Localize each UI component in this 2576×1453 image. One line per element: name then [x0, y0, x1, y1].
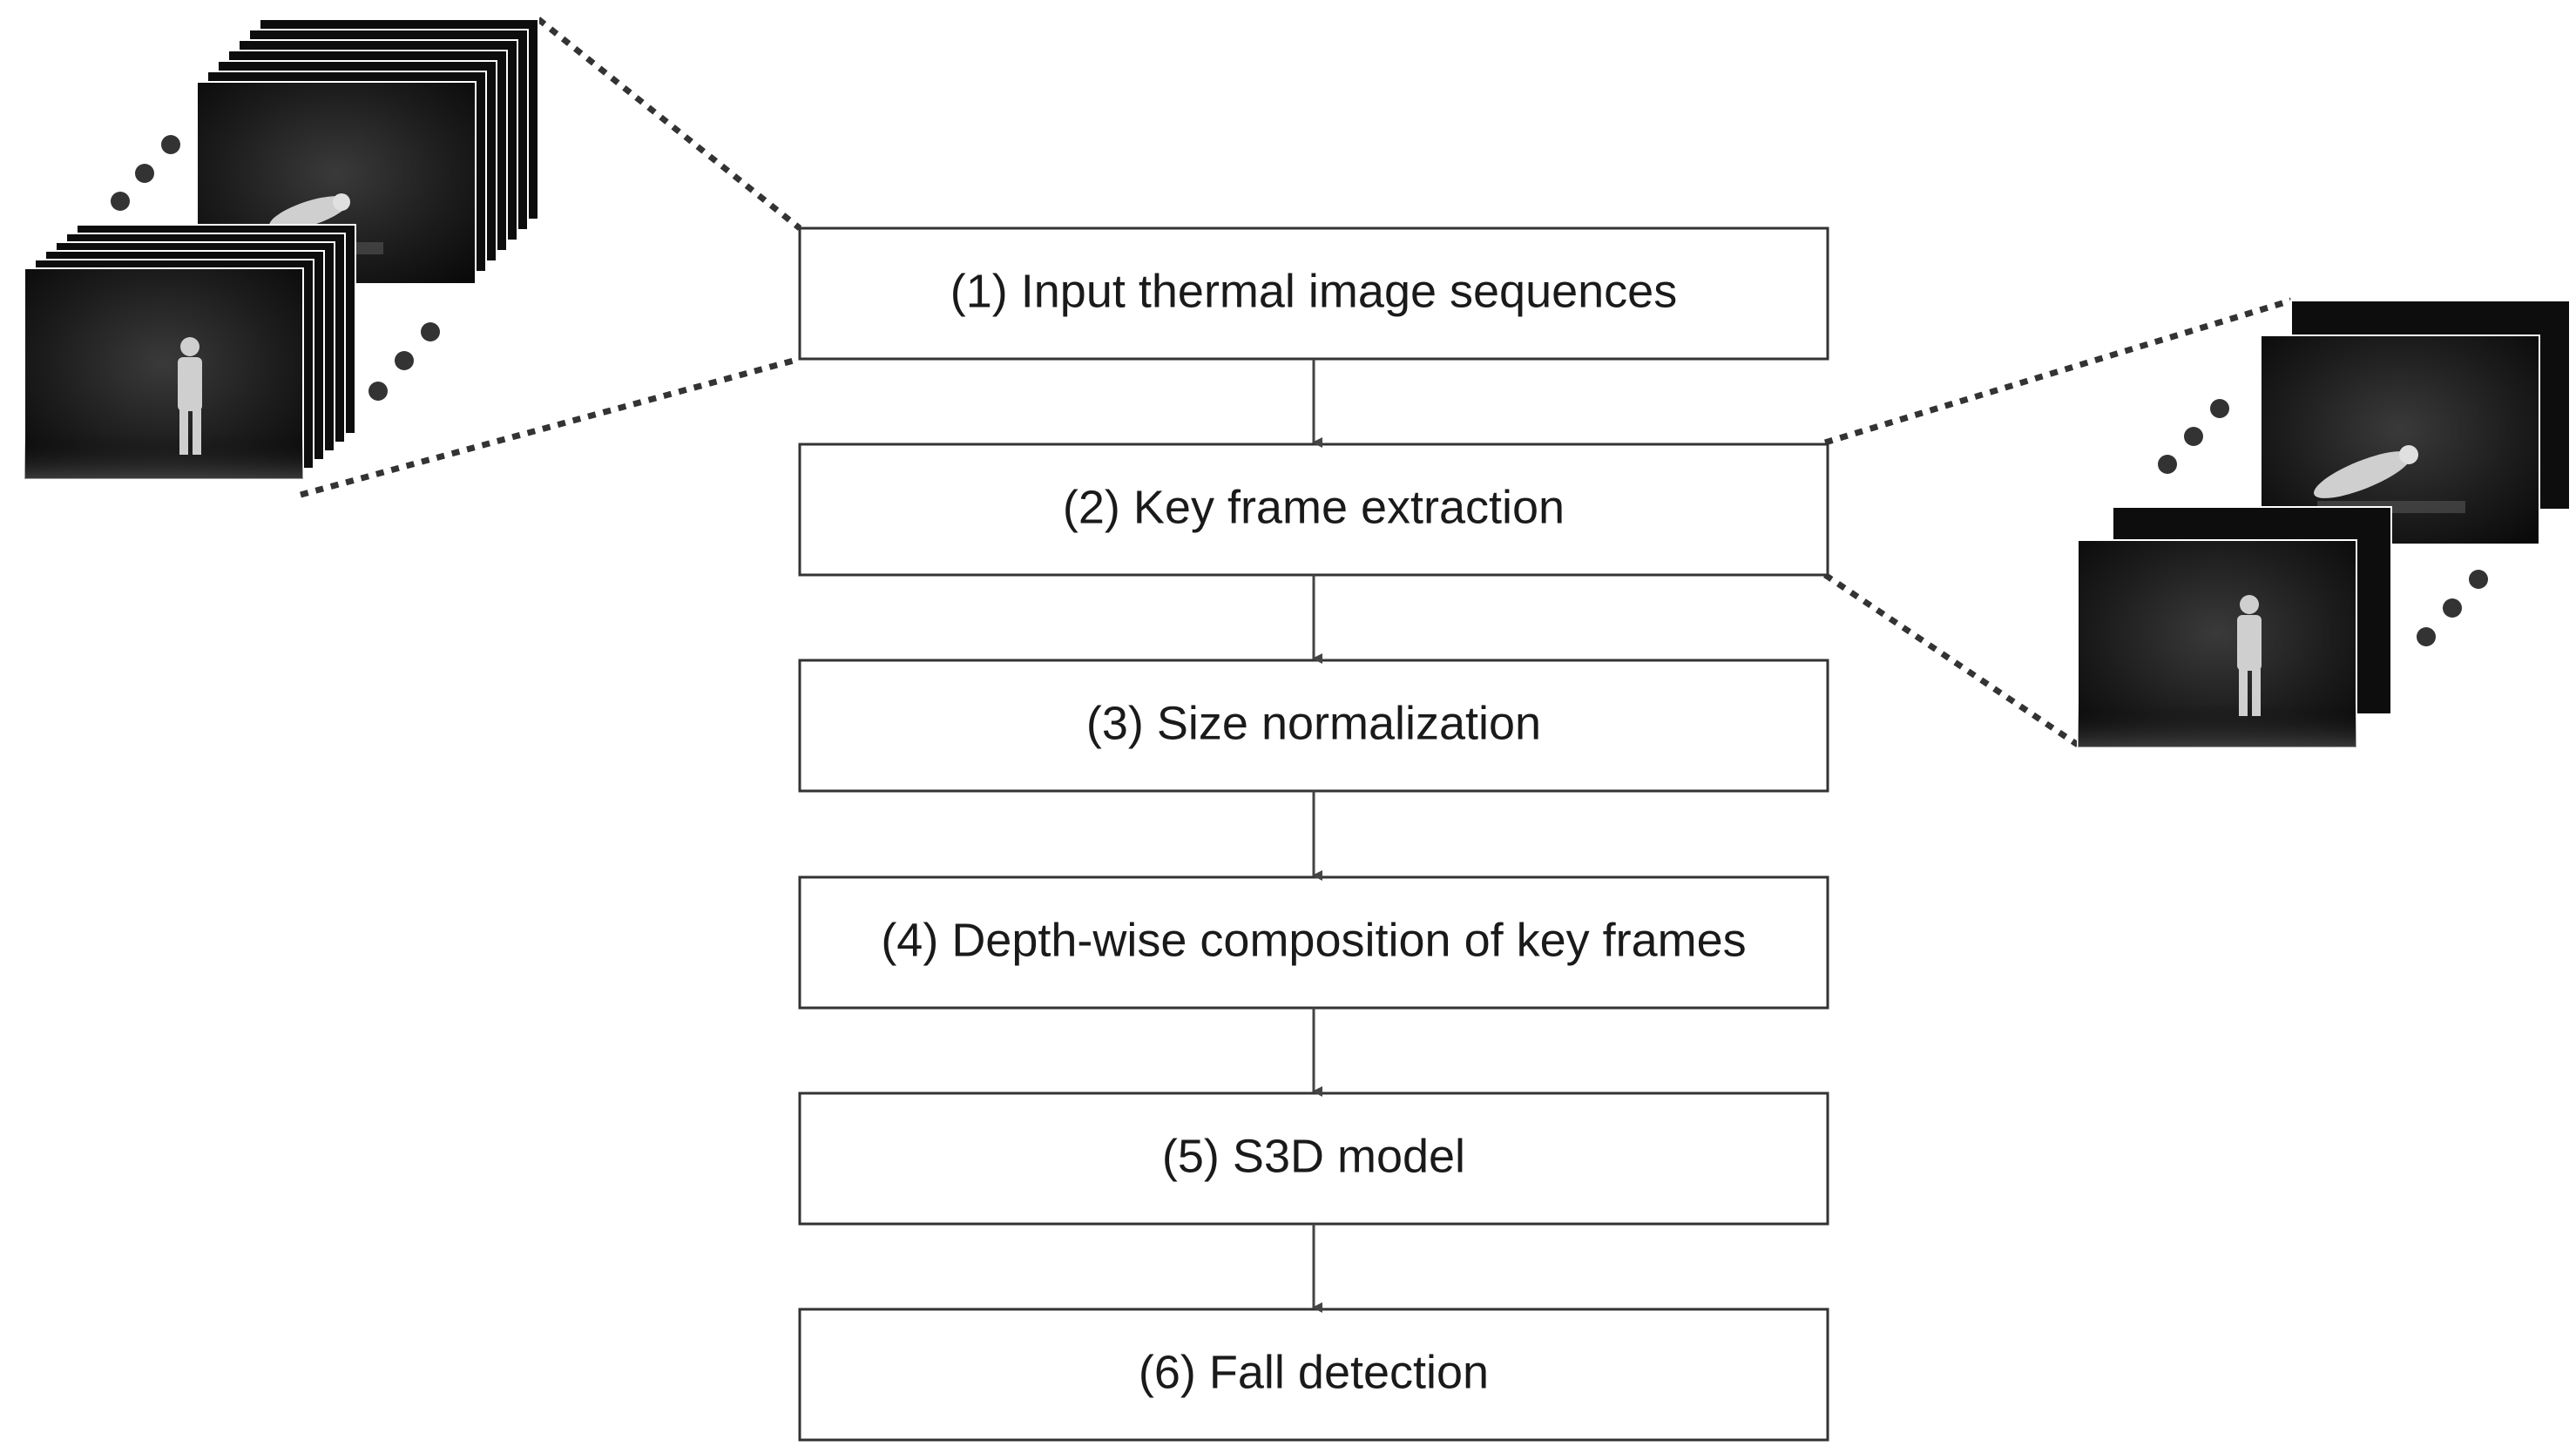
- step-label-6: (6) Fall detection: [1139, 1346, 1489, 1398]
- connector-keyframe-bottom: [1823, 572, 2079, 747]
- standing-person-figure: [2237, 595, 2262, 716]
- dotted-connectors: [300, 17, 2293, 747]
- thermal-frame-stack-front: [24, 224, 356, 480]
- step-box-5: [798, 1091, 1829, 1226]
- key-frame-stack-front: [2077, 506, 2392, 748]
- step-label-2: (2) Key frame extraction: [1063, 481, 1565, 533]
- falling-person-figure: [269, 196, 349, 231]
- step-label-5: (5) S3D model: [1162, 1130, 1465, 1182]
- falling-person-figure: [2314, 451, 2411, 498]
- step-box-4: [798, 875, 1829, 1010]
- step-label-3: (3) Size normalization: [1086, 697, 1541, 749]
- ellipsis-dots-icon: [111, 135, 180, 211]
- flow-steps: [798, 226, 1829, 1442]
- thermal-frame-stack-icon: [196, 18, 539, 285]
- connector-keyframe-top: [1823, 297, 2293, 446]
- step-box-1: [798, 226, 1829, 361]
- input-sequence-stack: [24, 18, 539, 480]
- step-box-2: [798, 443, 1829, 577]
- step-box-6: [798, 1308, 1829, 1442]
- step-labels: (1) Input thermal image sequences (2) Ke…: [881, 265, 1746, 1398]
- step-label-1: (1) Input thermal image sequences: [950, 265, 1677, 317]
- ellipsis-dots-icon: [368, 322, 440, 401]
- step-label-4: (4) Depth-wise composition of key frames: [881, 914, 1746, 966]
- key-frame-stack: [2077, 300, 2571, 748]
- ellipsis-dots-icon: [2417, 570, 2488, 646]
- connector-input-top: [536, 17, 802, 231]
- ellipsis-dots-icon: [2158, 399, 2229, 474]
- standing-person-figure: [178, 337, 202, 455]
- connector-input-bottom: [300, 355, 801, 498]
